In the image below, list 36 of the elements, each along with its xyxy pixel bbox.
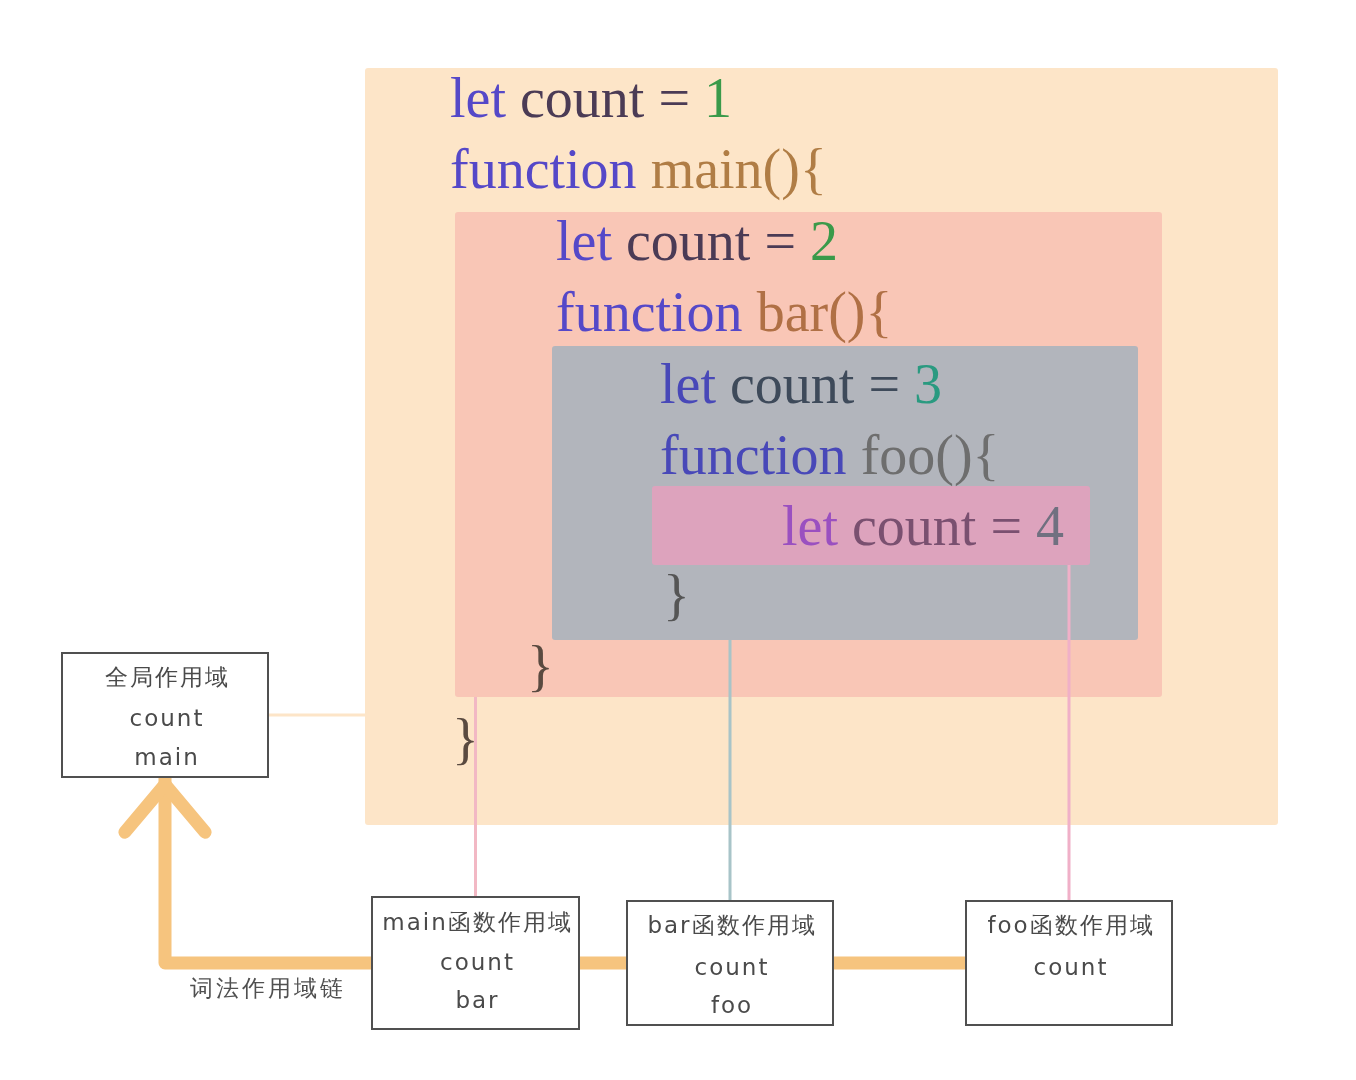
connector-line: [580, 956, 626, 970]
scope-card: [626, 900, 834, 1026]
scope-title: main函数作用域: [382, 908, 573, 937]
scope-card: [371, 896, 580, 1030]
code-line: let count = 3: [660, 354, 942, 414]
code-block: [365, 68, 1278, 825]
scope-card: [61, 652, 269, 778]
code-block: [552, 346, 1138, 640]
scope-card: [965, 900, 1173, 1026]
variable-name: foo: [710, 991, 754, 1020]
code-line: function foo(){: [660, 425, 1000, 485]
scope-title: 全局作用域: [104, 663, 230, 692]
callout-line: [474, 697, 477, 896]
variable-name: count: [440, 948, 515, 977]
code-line: function bar(){: [556, 282, 893, 342]
code-block: [652, 486, 1090, 565]
scope-title: foo函数作用域: [987, 911, 1155, 940]
variable-name: bar: [455, 986, 500, 1015]
code-block: [455, 212, 1162, 697]
scope-title: bar函数作用域: [647, 911, 817, 940]
code-line: let count = 1: [450, 68, 732, 128]
callout-line: [728, 640, 732, 900]
connector-line: [834, 956, 965, 970]
variable-name: count: [1033, 953, 1109, 982]
code-line: let count = 4: [782, 496, 1064, 556]
code-line: }: [663, 565, 690, 625]
code-line: function main(){: [450, 139, 827, 199]
variable-name: count: [129, 704, 205, 733]
callout-line: [269, 713, 365, 717]
code-line: }: [452, 709, 479, 769]
code-line: let count = 2: [556, 211, 838, 271]
callout-line: [1067, 565, 1071, 900]
variable-name: count: [694, 953, 770, 982]
code-line: }: [527, 636, 554, 696]
arrow: [118, 778, 371, 970]
variable-name: main: [134, 743, 200, 772]
